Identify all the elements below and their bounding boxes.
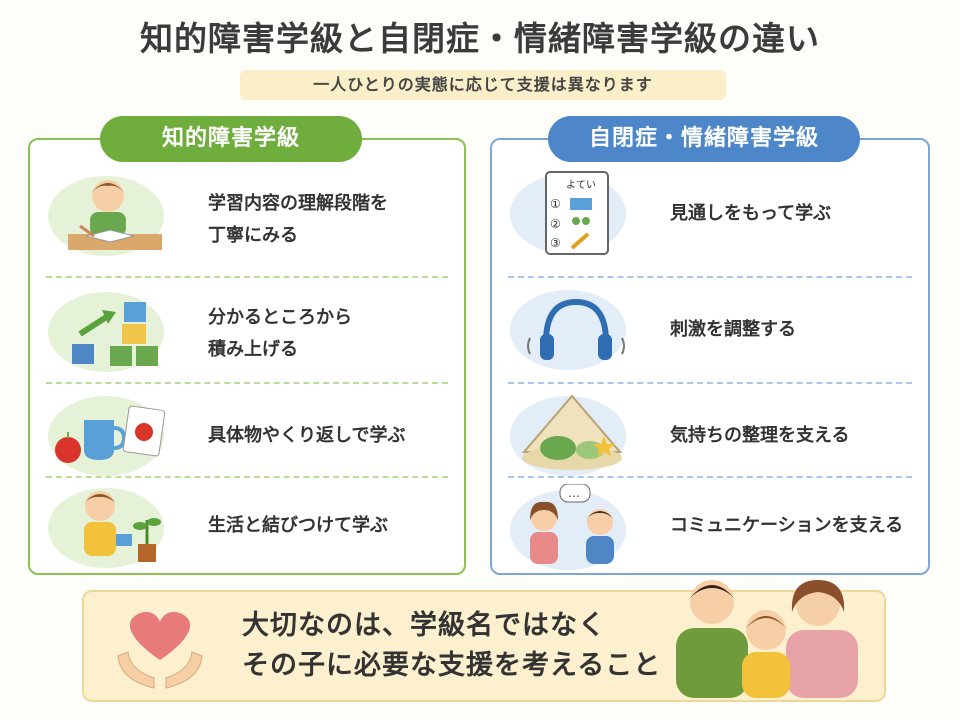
right-item-4-text: コミュニケーションを支える xyxy=(670,515,904,536)
calm-down-tent-icon xyxy=(508,392,634,478)
schedule-step-1: ① xyxy=(550,197,561,211)
key-message: 大切なのは、学級名ではなく その子に必要な支援を考えること xyxy=(242,610,662,681)
divider xyxy=(508,276,912,278)
apple-cup-card-icon xyxy=(46,392,172,478)
left-item-4-text: 生活と結びつけて学ぶ xyxy=(208,515,388,536)
right-item-1-text: 見通しをもって学ぶ xyxy=(670,203,832,224)
right-item-3-text: 気持ちの整理を支える xyxy=(670,425,850,446)
children-talking-icon: … xyxy=(508,484,634,570)
child-watering-plant-icon xyxy=(46,484,172,570)
stacked-blocks-icon xyxy=(46,288,172,374)
left-item-3-text: 具体物やくり返しで学ぶ xyxy=(208,425,406,446)
schedule-board-icon: よてい ① ② ③ xyxy=(508,170,634,256)
right-item-2-text: 刺激を調整する xyxy=(670,319,796,340)
right-panel-heading: 自閉症・情緒障害学級 xyxy=(548,116,860,162)
autism-emotional-panel: よてい ① ② ③ 見通しをもって学ぶ 刺激を調整する xyxy=(490,138,930,575)
page-title: 知的障害学級と自閉症・情緒障害学級の違い xyxy=(140,19,820,58)
left-item-1-text: 学習内容の理解段階を 丁寧にみる xyxy=(208,193,388,246)
key-message-box: 大切なのは、学級名ではなく その子に必要な支援を考えること xyxy=(82,580,886,702)
divider xyxy=(508,382,912,384)
divider xyxy=(508,476,912,478)
heart-hands-icon xyxy=(110,600,210,692)
schedule-label: よてい xyxy=(566,179,596,191)
divider xyxy=(46,476,448,478)
schedule-step-3: ③ xyxy=(550,236,561,250)
divider xyxy=(46,276,448,278)
child-studying-icon xyxy=(46,170,172,256)
page-subtitle: 一人ひとりの実態に応じて支援は異なります xyxy=(240,70,726,100)
left-panel-heading: 知的障害学級 xyxy=(100,116,362,162)
schedule-step-2: ② xyxy=(550,217,561,231)
intellectual-disability-panel: 学習内容の理解段階を 丁寧にみる 分かるところから 積み上げる xyxy=(28,138,466,575)
left-item-2-text: 分かるところから 積み上げる xyxy=(208,307,352,360)
headphones-icon xyxy=(508,286,634,372)
family-illustration-icon xyxy=(662,576,872,698)
speech-bubble-text: … xyxy=(568,486,580,500)
divider xyxy=(46,382,448,384)
